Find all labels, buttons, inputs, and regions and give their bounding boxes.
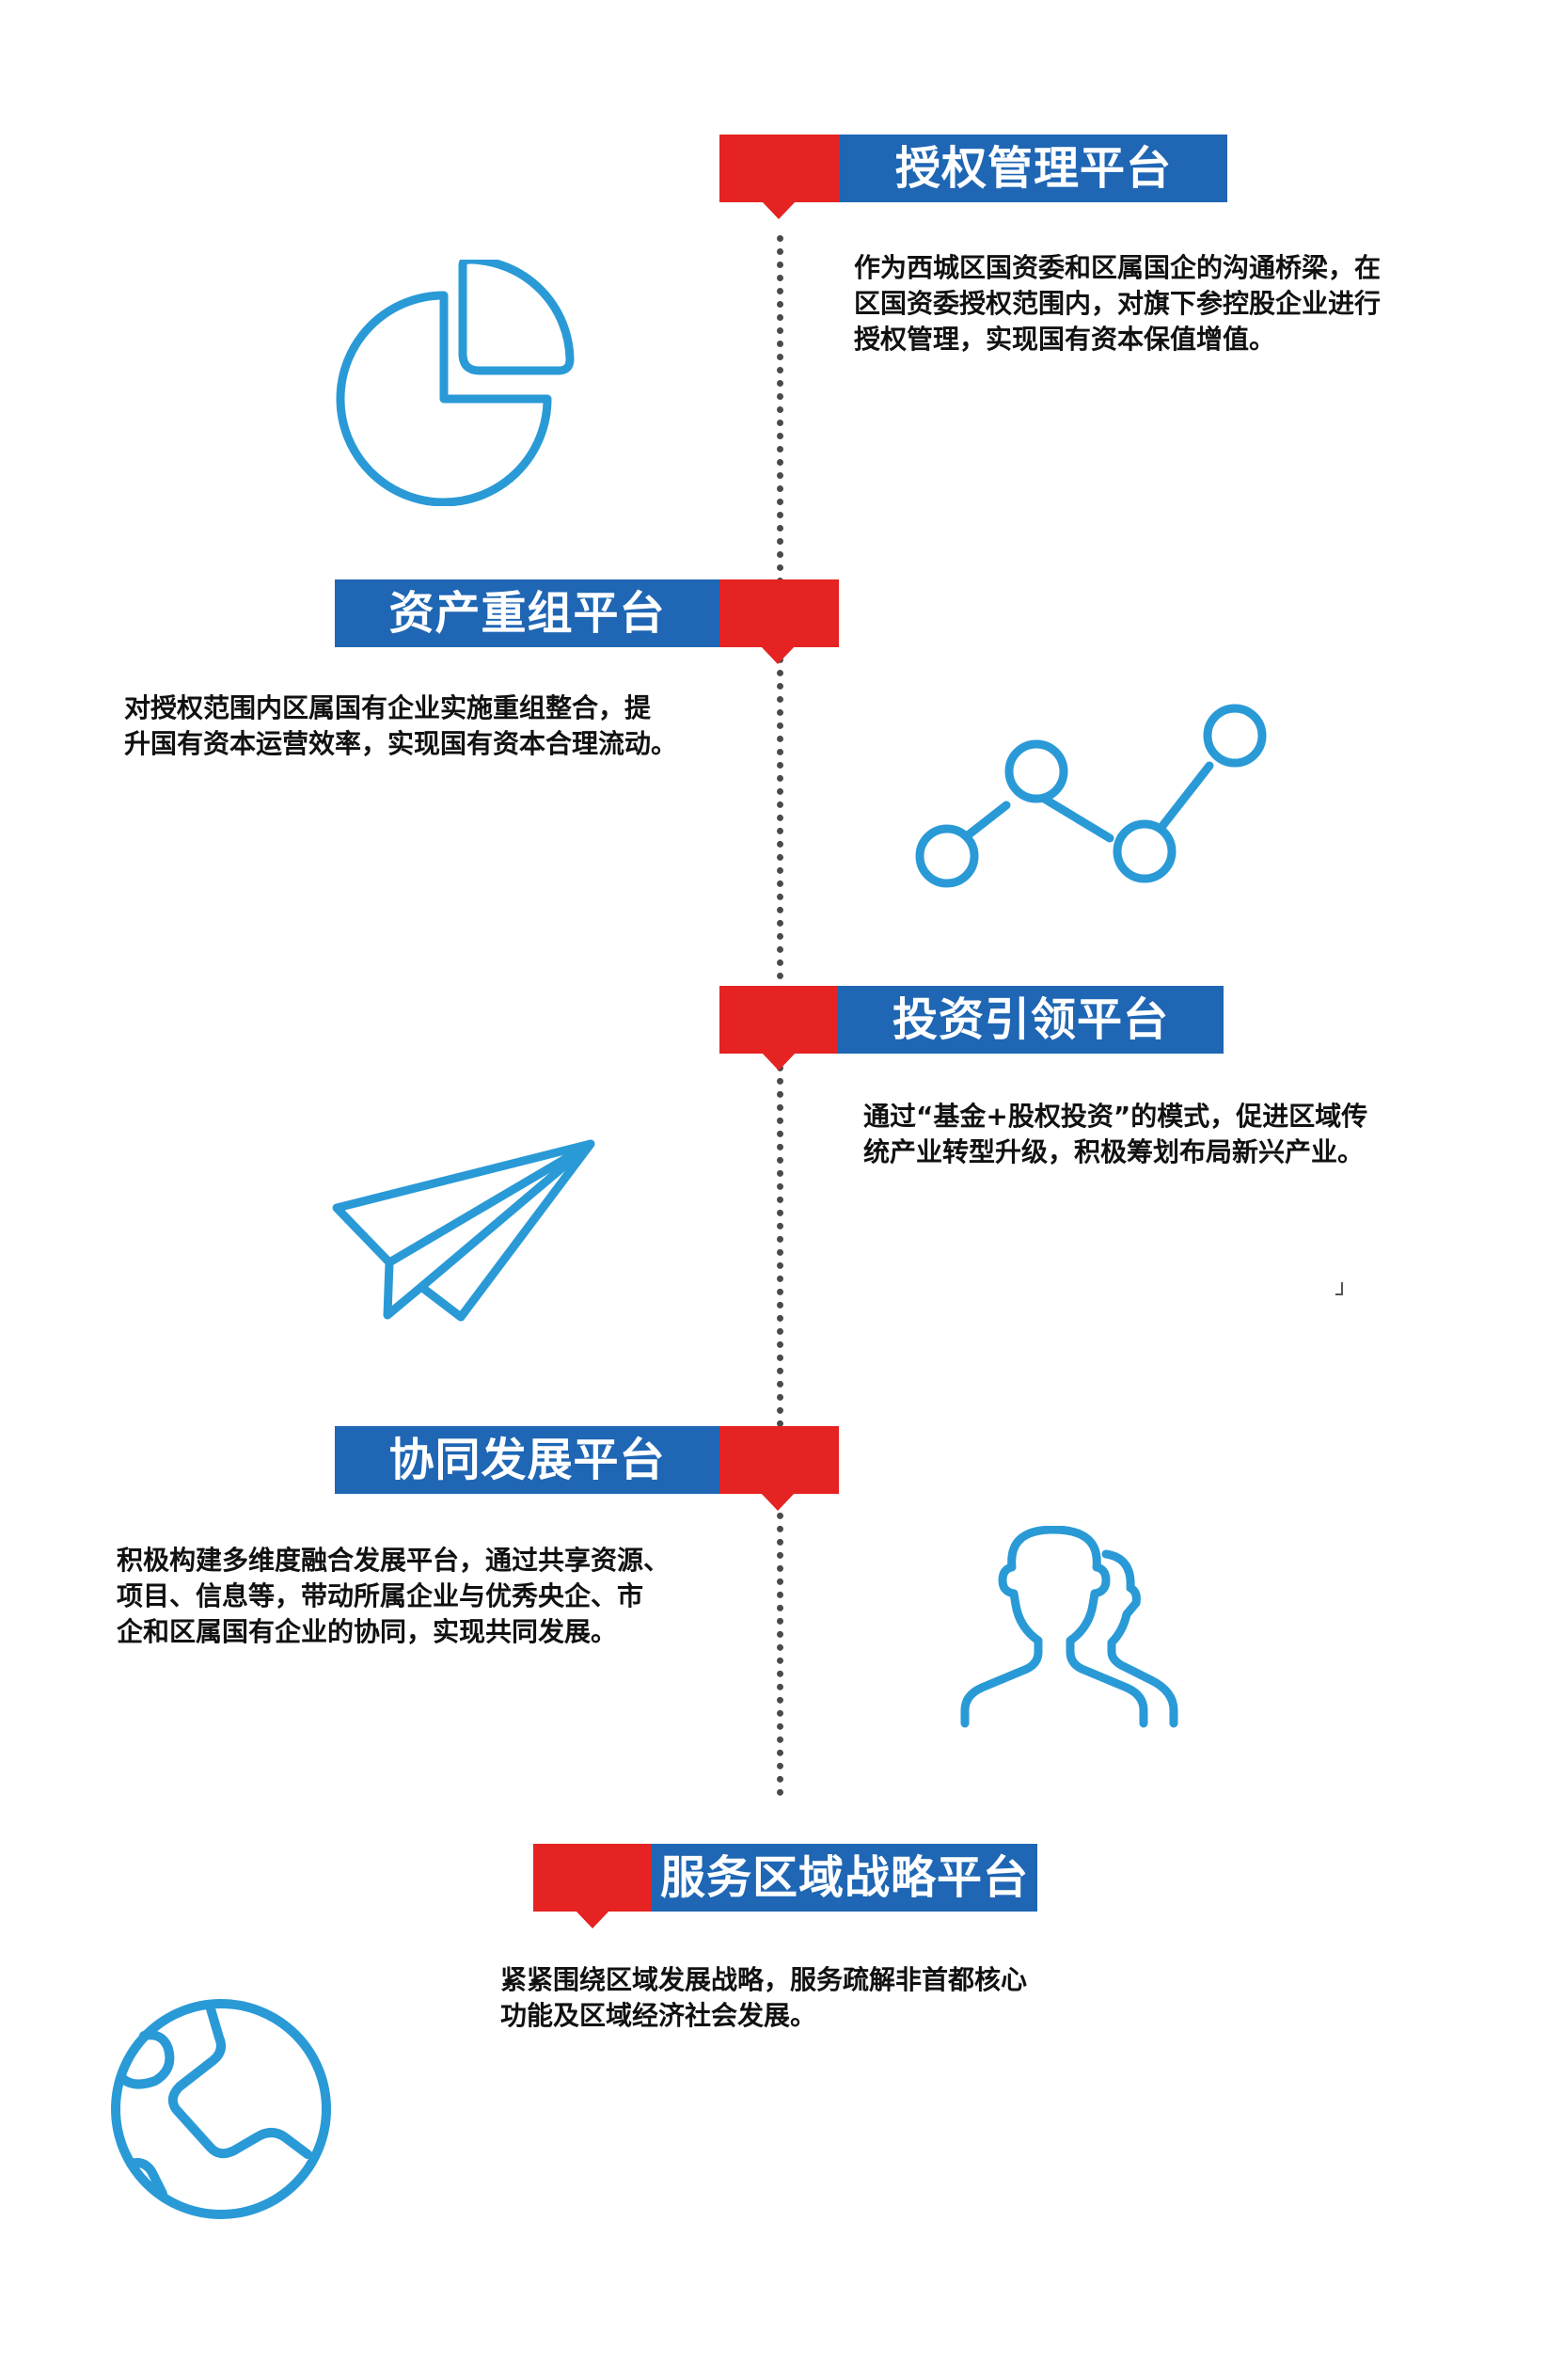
platform-5-description: 紧紧围绕区域发展战略，服务疏解非首都核心 功能及区域经济社会发展。 xyxy=(500,1964,1028,2031)
banner-platform-1: 授权管理平台 xyxy=(719,135,1227,219)
banner-title: 授权管理平台 xyxy=(840,135,1227,202)
banner-title: 服务区域战略平台 xyxy=(652,1844,1037,1912)
banner-red-block xyxy=(719,1426,839,1494)
line-nodes-icon xyxy=(910,700,1277,888)
banner-platform-2: 资产重组平台 xyxy=(335,579,839,664)
banner-red-block xyxy=(719,135,840,202)
banner-platform-3: 投资引领平台 xyxy=(719,986,1224,1071)
banner-pointer xyxy=(760,1492,796,1511)
platform-4-description: 积极构建多维度融合发展平台，通过共享资源、 项目、信息等，带动所属企业与优秀央企… xyxy=(117,1545,671,1647)
banner-platform-4: 协同发展平台 xyxy=(335,1426,839,1511)
stray-mark xyxy=(1335,1282,1343,1295)
platform-1-description: 作为西城区国资委和区属国企的沟通桥梁，在 区国资委授权范围内，对旗下参控股企业进… xyxy=(854,252,1382,355)
globe-icon xyxy=(106,1994,336,2224)
banner-pointer xyxy=(575,1910,610,1928)
platform-3-description: 通过“基金+股权投资”的模式，促进区域传 统产业转型升级，积极筹划布局新兴产业。 xyxy=(863,1101,1368,1167)
banner-red-block xyxy=(533,1844,652,1912)
users-icon xyxy=(959,1526,1185,1733)
banner-title: 协同发展平台 xyxy=(335,1426,719,1494)
pie-chart-icon xyxy=(329,260,583,506)
banner-pointer xyxy=(761,200,797,219)
banner-pointer xyxy=(760,645,796,664)
banner-pointer xyxy=(761,1052,797,1071)
banner-red-block xyxy=(719,986,838,1054)
banner-platform-5: 服务区域战略平台 xyxy=(533,1844,1037,1928)
banner-title: 投资引领平台 xyxy=(838,986,1224,1054)
banner-title: 资产重组平台 xyxy=(335,579,719,647)
paper-plane-icon xyxy=(329,1138,602,1326)
platform-2-description: 对授权范围内区属国有企业实施重组整合，提 升国有资本运营效率，实现国有资本合理流… xyxy=(124,692,678,759)
banner-red-block xyxy=(719,579,839,647)
